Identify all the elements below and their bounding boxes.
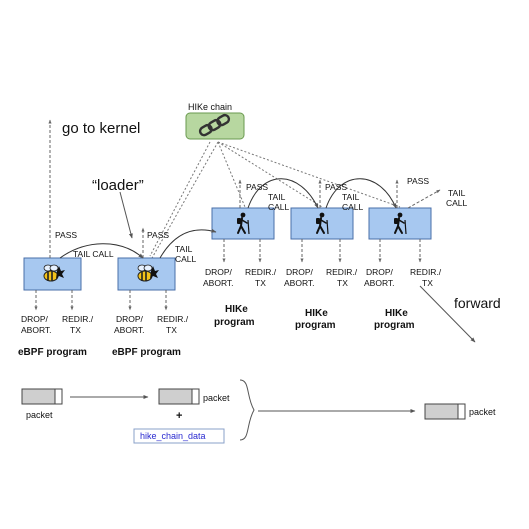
drop-label: DROP/ [286,267,314,277]
tail-call-label: TAIL CALL [73,249,114,259]
hike-chain-box [185,112,245,140]
tail-call-label: CALL [268,202,290,212]
redir-label: REDIR./ [245,267,277,277]
chain-dotted-links [149,141,401,259]
redir-label: TX [166,325,177,335]
redir-label: TX [422,278,433,288]
tail-call-label: TAIL [448,188,466,198]
packet-label: packet [203,393,230,403]
forward-arrow [419,285,476,343]
dashed-arrows [34,119,441,311]
brace [239,379,255,441]
hike-program-title: HIKe [305,308,328,319]
ebpf-program-title: eBPF program [18,347,87,358]
ebpf-program-title: eBPF program [112,347,181,358]
loader-label: “loader” [92,177,144,194]
tail-call-label: TAIL [175,244,193,254]
go-to-kernel-label: go to kernel [62,120,140,137]
hike-program-title: program [214,317,255,328]
drop-label: DROP/ [366,267,394,277]
pass-label: PASS [246,182,268,192]
forward-label: forward [454,295,501,311]
packet-label: packet [469,407,496,417]
drop-label: ABORT. [364,278,395,288]
redir-label: REDIR./ [62,314,94,324]
redir-label: TX [255,278,266,288]
tail-call-label: TAIL [342,192,360,202]
pass-label: PASS [325,182,347,192]
tail-call-label: CALL [342,202,364,212]
redir-label: REDIR./ [410,267,442,277]
redir-label: REDIR./ [326,267,358,277]
hike-chain-data-box [133,428,225,444]
hike-program-title: HIKe [385,308,408,319]
redir-label: TX [70,325,81,335]
redir-label: TX [337,278,348,288]
chain-link-icon [198,113,231,137]
drop-label: ABORT. [203,278,234,288]
drop-label: DROP/ [21,314,49,324]
loader-pointer [119,191,133,239]
redir-label: REDIR./ [157,314,189,324]
drop-label: DROP/ [116,314,144,324]
hike-chain-title: HIKe chain [188,102,232,112]
hike-chain-data-label: hike_chain_data [140,431,206,441]
tail-call-label: TAIL [268,192,286,202]
drop-label: ABORT. [284,278,315,288]
tail-call-label: CALL [175,254,197,264]
drop-label: ABORT. [21,325,52,335]
pass-label: PASS [147,230,169,240]
drop-label: ABORT. [114,325,145,335]
hike-program-title: program [374,320,415,331]
pass-label: PASS [55,230,77,240]
tail-call-arcs [59,178,397,259]
plus-sign: + [176,410,182,422]
hike-program-title: program [295,320,336,331]
drop-label: DROP/ [205,267,233,277]
packet-label: packet [26,410,53,420]
packet-legend: packet packet + hike_chain_data packet [21,379,496,444]
pass-label: PASS [407,176,429,186]
hike-program-title: HIKe [225,304,248,315]
tail-call-label: CALL [446,198,468,208]
